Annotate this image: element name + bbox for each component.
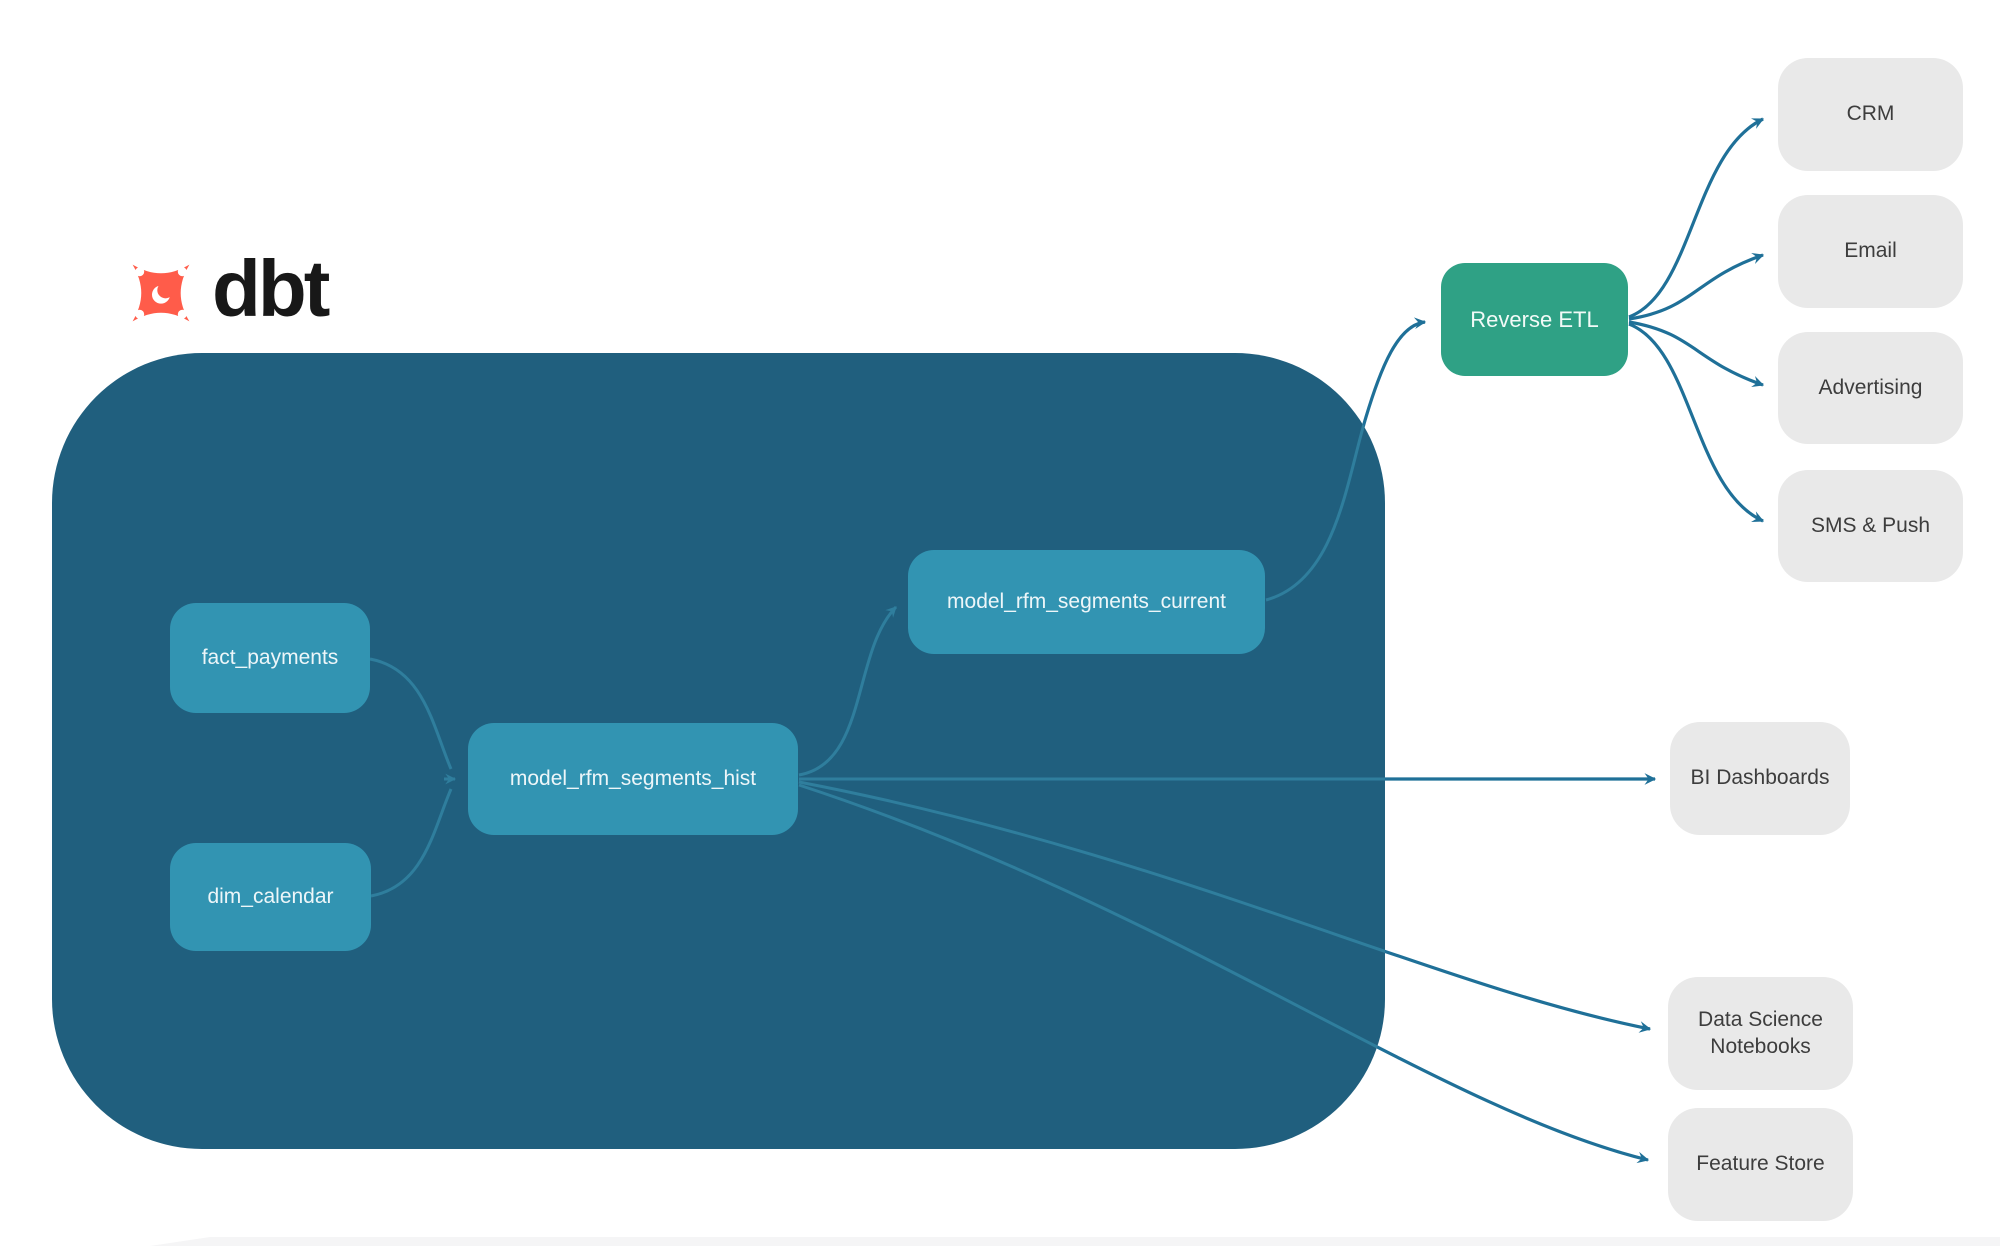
node-sms-push: SMS & Push <box>1778 470 1963 582</box>
node-reverse-etl: Reverse ETL <box>1441 263 1628 376</box>
node-model-rfm-segments-current: model_rfm_segments_current <box>908 550 1265 654</box>
dbt-logo-wordmark: dbt <box>212 244 330 333</box>
node-email: Email <box>1778 195 1963 308</box>
node-advertising: Advertising <box>1778 332 1963 444</box>
node-dim-calendar: dim_calendar <box>170 843 371 951</box>
node-fact-payments: fact_payments <box>170 603 370 713</box>
node-data-science-notebooks: Data Science Notebooks <box>1668 977 1853 1090</box>
edge-reverse-etl-to-crm <box>1628 117 1765 319</box>
node-bi-dashboards: BI Dashboards <box>1670 722 1850 835</box>
slide-edge-shadow <box>150 1237 2000 1246</box>
dbt-logo-icon <box>132 264 190 322</box>
dbt-logo: dbt <box>120 244 330 334</box>
edge-reverse-etl-to-advertising <box>1628 320 1765 388</box>
edge-reverse-etl-to-sms <box>1628 322 1765 523</box>
node-feature-store: Feature Store <box>1668 1108 1853 1221</box>
node-crm: CRM <box>1778 58 1963 171</box>
node-model-rfm-segments-hist: model_rfm_segments_hist <box>468 723 798 835</box>
edge-reverse-etl-to-email <box>1628 252 1765 321</box>
